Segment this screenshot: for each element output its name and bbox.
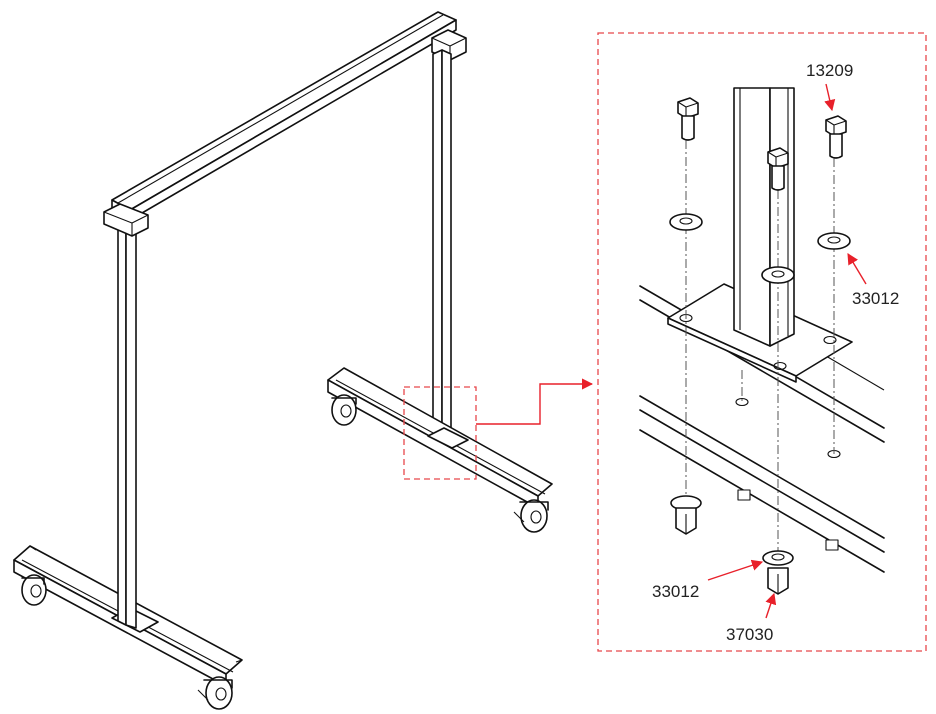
washer-33012-bottom xyxy=(762,550,794,566)
right-vertical-post xyxy=(432,49,452,445)
nut-37030-center xyxy=(767,567,789,595)
detail-reference-box xyxy=(403,386,477,480)
underside-fasteners xyxy=(737,489,839,551)
caster-right-front xyxy=(331,394,357,426)
washer-33012-top-center xyxy=(761,266,795,284)
detail-centerlines xyxy=(685,140,835,560)
bolt-13209-center xyxy=(767,147,789,191)
right-post-base-plate xyxy=(427,427,469,449)
callout-arrow-13209 xyxy=(824,83,836,112)
callout-label-37030: 37030 xyxy=(726,625,773,644)
callout-arrow-33012-bottom xyxy=(707,559,764,581)
detail-view-frame xyxy=(597,32,927,652)
caster-right-rear xyxy=(513,499,549,533)
nut-37030-left xyxy=(670,495,702,535)
rolling-rack-assembly xyxy=(13,11,553,710)
top-crossbar xyxy=(111,11,457,221)
bolt-13209-left xyxy=(677,97,699,141)
bolt-13209-right xyxy=(825,115,847,159)
detail-leader-arrow xyxy=(476,378,594,425)
callout-arrow-37030 xyxy=(765,592,777,619)
callout-label-33012-top: 33012 xyxy=(852,289,899,308)
detail-view xyxy=(639,87,885,595)
callout-label-13209: 13209 xyxy=(806,61,853,80)
washer-33012-top-left xyxy=(669,213,703,231)
washer-33012-top-right xyxy=(817,232,851,250)
callout-arrows xyxy=(707,83,867,619)
callout-label-33012-bottom: 33012 xyxy=(652,582,699,601)
left-top-connector xyxy=(103,203,149,237)
left-vertical-post xyxy=(117,223,137,629)
caster-left-front xyxy=(21,574,47,606)
callout-arrow-33012-top xyxy=(847,253,867,285)
detail-post xyxy=(733,87,795,347)
caster-left-rear xyxy=(197,676,233,710)
